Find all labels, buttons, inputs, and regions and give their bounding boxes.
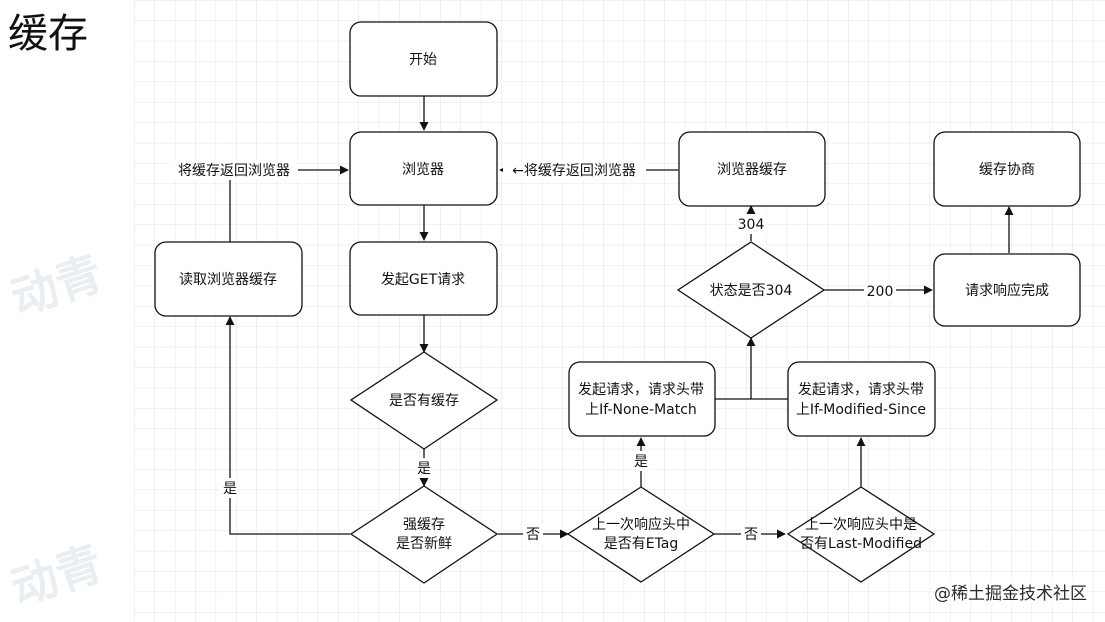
edge-labels: 将缓存返回浏览器 ←将缓存返回浏览器 304 200 是 是 是 否 否	[170, 160, 896, 544]
edge-label-return-right: ←将缓存返回浏览器	[512, 163, 636, 179]
node-status-304-label: 状态是否304	[710, 283, 793, 299]
node-request-done-label: 请求响应完成	[965, 282, 1049, 299]
node-has-last-modified: 上一次响应头中是 否有Last-Modified	[786, 486, 936, 583]
node-browser-cache: 浏览器缓存	[678, 131, 826, 207]
node-status-304: 状态是否304	[676, 241, 826, 339]
node-if-modified-since-label-1: 发起请求，请求头带	[798, 382, 924, 398]
node-has-etag-label-1: 上一次响应头中	[592, 516, 690, 533]
node-fresh: 强缓存 是否新鲜	[349, 485, 499, 584]
node-browser: 浏览器	[349, 131, 498, 206]
node-has-last-modified-label-1: 上一次响应头中是	[805, 516, 917, 533]
node-start-label: 开始	[409, 52, 437, 68]
node-negotiate-label: 缓存协商	[979, 162, 1035, 178]
node-if-modified-since-label-2: 上If-Modified-Since	[796, 402, 926, 418]
edge-label-return-left: 将缓存返回浏览器	[178, 163, 290, 179]
node-browser-label: 浏览器	[402, 162, 444, 178]
node-negotiate: 缓存协商	[933, 131, 1081, 207]
node-has-etag-label-2: 是否有ETag	[604, 536, 679, 552]
node-fresh-label-2: 是否新鲜	[396, 536, 452, 552]
node-read-cache: 读取浏览器缓存	[154, 241, 303, 317]
source-credit: @稀土掘金技术社区	[934, 579, 1087, 604]
edge-label-no-fresh: 否	[526, 527, 540, 543]
node-if-none-match-label-2: 上If-None-Match	[585, 402, 697, 418]
edge-label-yes-fresh: 是	[223, 481, 237, 497]
node-read-cache-label: 读取浏览器缓存	[179, 271, 277, 288]
node-has-last-modified-label-2: 否有Last-Modified	[800, 536, 922, 552]
edge-fresh-readcache	[225, 316, 350, 535]
node-has-cache: 是否有缓存	[349, 351, 499, 450]
edge-label-no-etag: 否	[744, 527, 758, 543]
edge-label-yes-cache: 是	[417, 461, 431, 477]
node-if-modified-since: 发起请求，请求头带 上If-Modified-Since	[787, 361, 936, 437]
node-has-cache-label: 是否有缓存	[389, 393, 459, 409]
node-get-request: 发起GET请求	[349, 241, 498, 316]
node-get-request-label: 发起GET请求	[381, 272, 465, 288]
page-title: 缓存	[8, 11, 88, 57]
node-browser-cache-label: 浏览器缓存	[717, 162, 787, 178]
edge-label-200: 200	[867, 284, 894, 300]
edge-label-304: 304	[738, 217, 765, 233]
node-request-done: 请求响应完成	[933, 253, 1081, 327]
node-if-none-match: 发起请求，请求头带 上If-None-Match	[568, 361, 716, 437]
node-fresh-label-1: 强缓存	[403, 517, 445, 533]
node-start: 开始	[349, 21, 498, 97]
nodes: 开始 浏览器 浏览器缓存 缓存协商 读取浏览器缓存 发起GET请求	[154, 21, 1081, 584]
node-has-etag: 上一次响应头中 是否有ETag	[566, 486, 716, 583]
edge-label-yes-etag: 是	[634, 454, 648, 470]
node-if-none-match-label-1: 发起请求，请求头带	[578, 382, 704, 398]
